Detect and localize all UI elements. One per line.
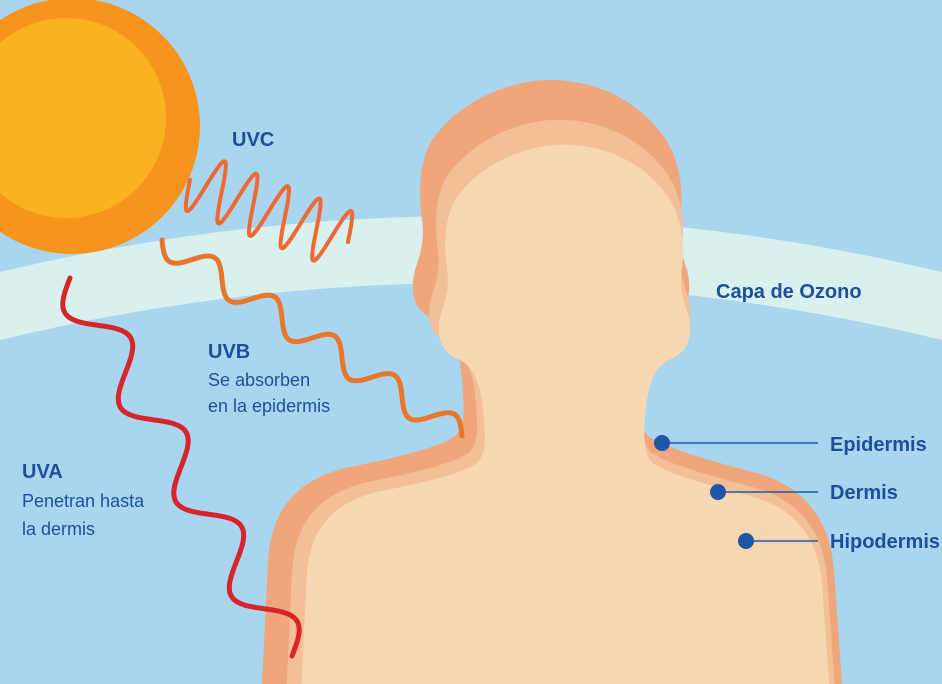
uvb-description-line2: en la epidermis [208,396,330,416]
uva-description-line1: Penetran hasta [22,491,145,511]
uvc-label: UVC [232,129,274,151]
uva-description-line2: la dermis [22,519,95,539]
uva-label: UVA [22,461,63,483]
uvb-label: UVB [208,341,250,363]
epidermis-label: Epidermis [830,434,927,456]
uvb-description-line1: Se absorben [208,370,310,390]
callout-dot-hipodermis [738,533,754,549]
callout-dot-dermis [710,484,726,500]
callout-dot-epidermis [654,435,670,451]
ozone-layer-label: Capa de Ozono [716,281,862,303]
dermis-label: Dermis [830,482,898,504]
hipodermis-label: Hipodermis [830,531,940,553]
